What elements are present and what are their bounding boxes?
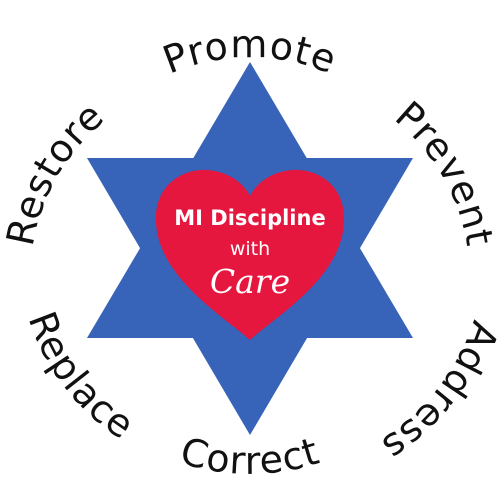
ring-word-address: Address [374,316,500,471]
heart-shape [155,169,345,340]
heart-script: Care [210,262,290,301]
ring-word-correct: Correct [176,429,324,483]
heart-title: MI Discipline [174,206,325,230]
heart-subtitle: with [230,238,270,260]
